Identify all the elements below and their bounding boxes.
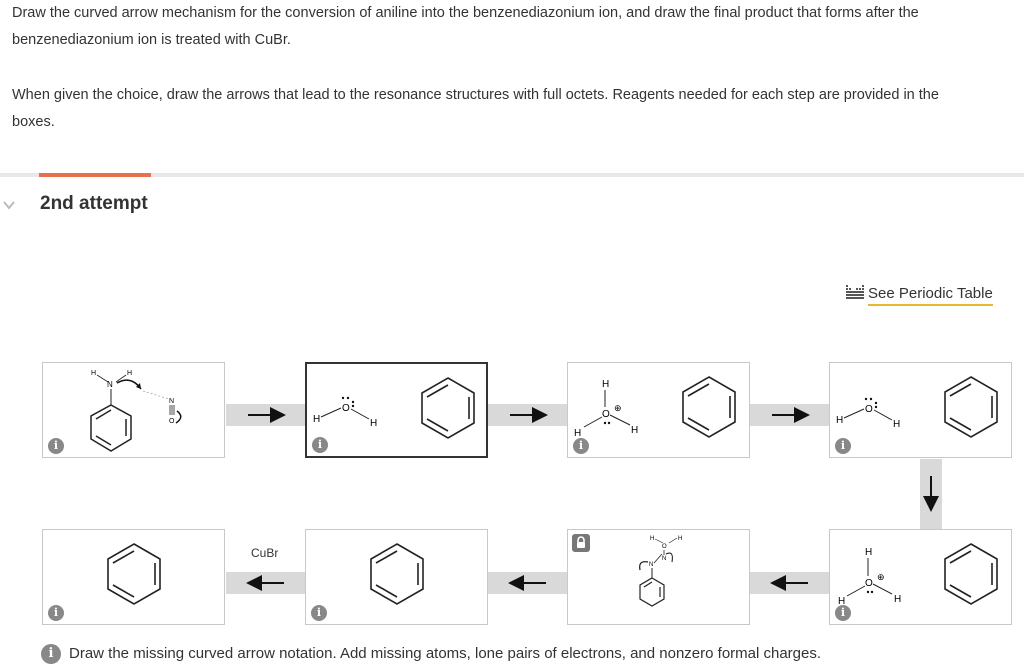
mechanism-box-4[interactable]: H O H i	[829, 362, 1012, 458]
charge-plus-icon: ⊕	[877, 572, 885, 582]
mechanism-box-7[interactable]: i	[305, 529, 488, 625]
atom-label-o: O	[662, 544, 667, 550]
atom-label-h: H	[127, 370, 132, 377]
benzene-structure	[107, 543, 161, 605]
aniline-nitrosonium-structure: N H H N O	[90, 370, 182, 452]
info-icon[interactable]: i	[48, 438, 64, 454]
atom-label-o: O	[865, 578, 873, 589]
water-benzene-structure: H O H	[313, 377, 475, 439]
info-icon[interactable]: i	[835, 605, 851, 621]
atom-label-o: O	[865, 404, 873, 415]
atom-label-n: N	[169, 398, 174, 405]
hint-footer: i Draw the missing curved arrow notation.…	[41, 644, 821, 664]
question-line-2: benzenediazonium ion is treated with CuB…	[12, 32, 291, 48]
atom-label-n: N	[649, 562, 653, 568]
info-icon[interactable]: i	[311, 605, 327, 621]
periodic-table-link[interactable]: See Periodic Table	[846, 285, 993, 306]
atom-label-h: H	[91, 370, 96, 377]
atom-label-n: N	[662, 556, 666, 562]
atom-label-h: H	[631, 425, 638, 436]
periodic-table-icon	[846, 285, 864, 299]
info-icon: i	[41, 644, 61, 664]
reagent-label: CuBr	[251, 546, 279, 560]
info-icon[interactable]: i	[835, 438, 851, 454]
benzene-structure	[370, 543, 424, 605]
lock-icon	[572, 534, 590, 552]
atom-label-h: H	[370, 418, 377, 429]
info-icon[interactable]: i	[573, 438, 589, 454]
section-divider	[0, 173, 1024, 177]
mechanism-box-2[interactable]: H O H i	[305, 362, 488, 458]
atom-label-h: H	[838, 596, 845, 607]
hydronium-benzene-structure: H O ⊕ H H	[838, 543, 998, 607]
attempt-tab-indicator	[39, 173, 151, 177]
question-line-4: boxes.	[12, 114, 55, 130]
atom-label-o: O	[169, 418, 175, 425]
mechanism-box-1[interactable]: N H H N O i	[42, 362, 225, 458]
chevron-down-icon[interactable]	[2, 198, 16, 212]
atom-label-h: H	[678, 536, 682, 542]
atom-label-h: H	[894, 594, 901, 605]
mechanism-box-3[interactable]: H O ⊕ H H i	[567, 362, 750, 458]
mechanism-box-6: N N O H H	[567, 529, 750, 625]
hint-text: Draw the missing curved arrow notation. …	[69, 644, 822, 662]
question-line-1: Draw the curved arrow mechanism for the …	[12, 5, 919, 21]
question-line-3: When given the choice, draw the arrows t…	[12, 87, 939, 103]
mechanism-box-8[interactable]: i	[42, 529, 225, 625]
atom-label-h: H	[865, 547, 872, 558]
periodic-table-label: See Periodic Table	[868, 285, 993, 306]
mechanism-box-5[interactable]: H O ⊕ H H i	[829, 529, 1012, 625]
atom-label-n: N	[107, 380, 113, 389]
atom-label-h: H	[313, 414, 320, 425]
atom-label-h: H	[602, 379, 609, 390]
info-icon[interactable]: i	[48, 605, 64, 621]
charge-plus-icon: ⊕	[614, 403, 622, 413]
diazonium-intermediate-structure: N N O H H	[639, 536, 682, 607]
hydronium-benzene-structure: H O ⊕ H H	[574, 376, 736, 439]
atom-label-h: H	[650, 536, 654, 542]
atom-label-h: H	[893, 419, 900, 430]
atom-label-o: O	[342, 403, 350, 414]
water-benzene-structure: H O H	[836, 376, 998, 438]
atom-label-h: H	[574, 428, 581, 439]
atom-label-h: H	[836, 415, 843, 426]
atom-label-o: O	[602, 409, 610, 420]
attempt-label[interactable]: 2nd attempt	[40, 193, 148, 214]
info-icon[interactable]: i	[312, 437, 328, 453]
